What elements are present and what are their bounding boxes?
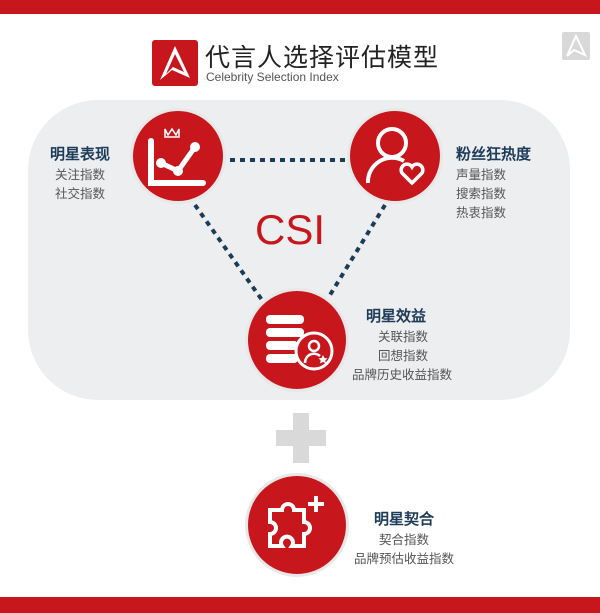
watermark-logo-icon: [562, 32, 590, 60]
star-performance-label: 明星表现 关注指数 社交指数: [50, 143, 110, 203]
node-title: 粉丝狂热度: [456, 145, 532, 163]
fan-passion-node: [347, 108, 443, 204]
node-item: 关注指数: [55, 167, 106, 182]
node-title: 明星效益: [366, 307, 427, 325]
star-benefit-label: 明星效益 关联指数 回想指数 品牌历史收益指数: [352, 305, 452, 384]
bottom-bar: [0, 597, 600, 613]
chart-crown-icon: [148, 127, 206, 186]
top-bar: [0, 0, 600, 14]
puzzle-plus-icon: [268, 496, 324, 548]
star-fit-label: 明星契合 契合指数 品牌预估收益指数: [354, 508, 454, 568]
node-item: 契合指数: [379, 532, 430, 547]
plus-icon: [276, 413, 326, 463]
node-item: 回想指数: [378, 348, 429, 363]
page-title: 代言人选择评估模型: [205, 43, 440, 72]
user-heart-icon: [365, 127, 425, 186]
coins-user-icon: [266, 315, 334, 371]
page-subtitle: Celebrity Selection Index: [206, 70, 339, 84]
node-item: 关联指数: [378, 329, 429, 344]
star-benefit-node: [245, 288, 349, 392]
node-item: 品牌预估收益指数: [354, 551, 455, 566]
node-item: 声量指数: [456, 167, 507, 182]
fan-passion-label: 粉丝狂热度 声量指数 搜索指数 热衷指数: [456, 143, 531, 222]
star-performance-node: [130, 108, 226, 204]
node-item: 社交指数: [55, 186, 106, 201]
star-fit-node: [245, 473, 349, 577]
csi-label: CSI: [255, 206, 326, 253]
node-item: 品牌历史收益指数: [352, 367, 453, 382]
node-title: 明星契合: [374, 510, 435, 528]
node-item: 搜索指数: [456, 186, 507, 201]
node-title: 明星表现: [50, 145, 111, 163]
logo-icon: [152, 40, 198, 86]
node-item: 热衷指数: [456, 205, 507, 220]
